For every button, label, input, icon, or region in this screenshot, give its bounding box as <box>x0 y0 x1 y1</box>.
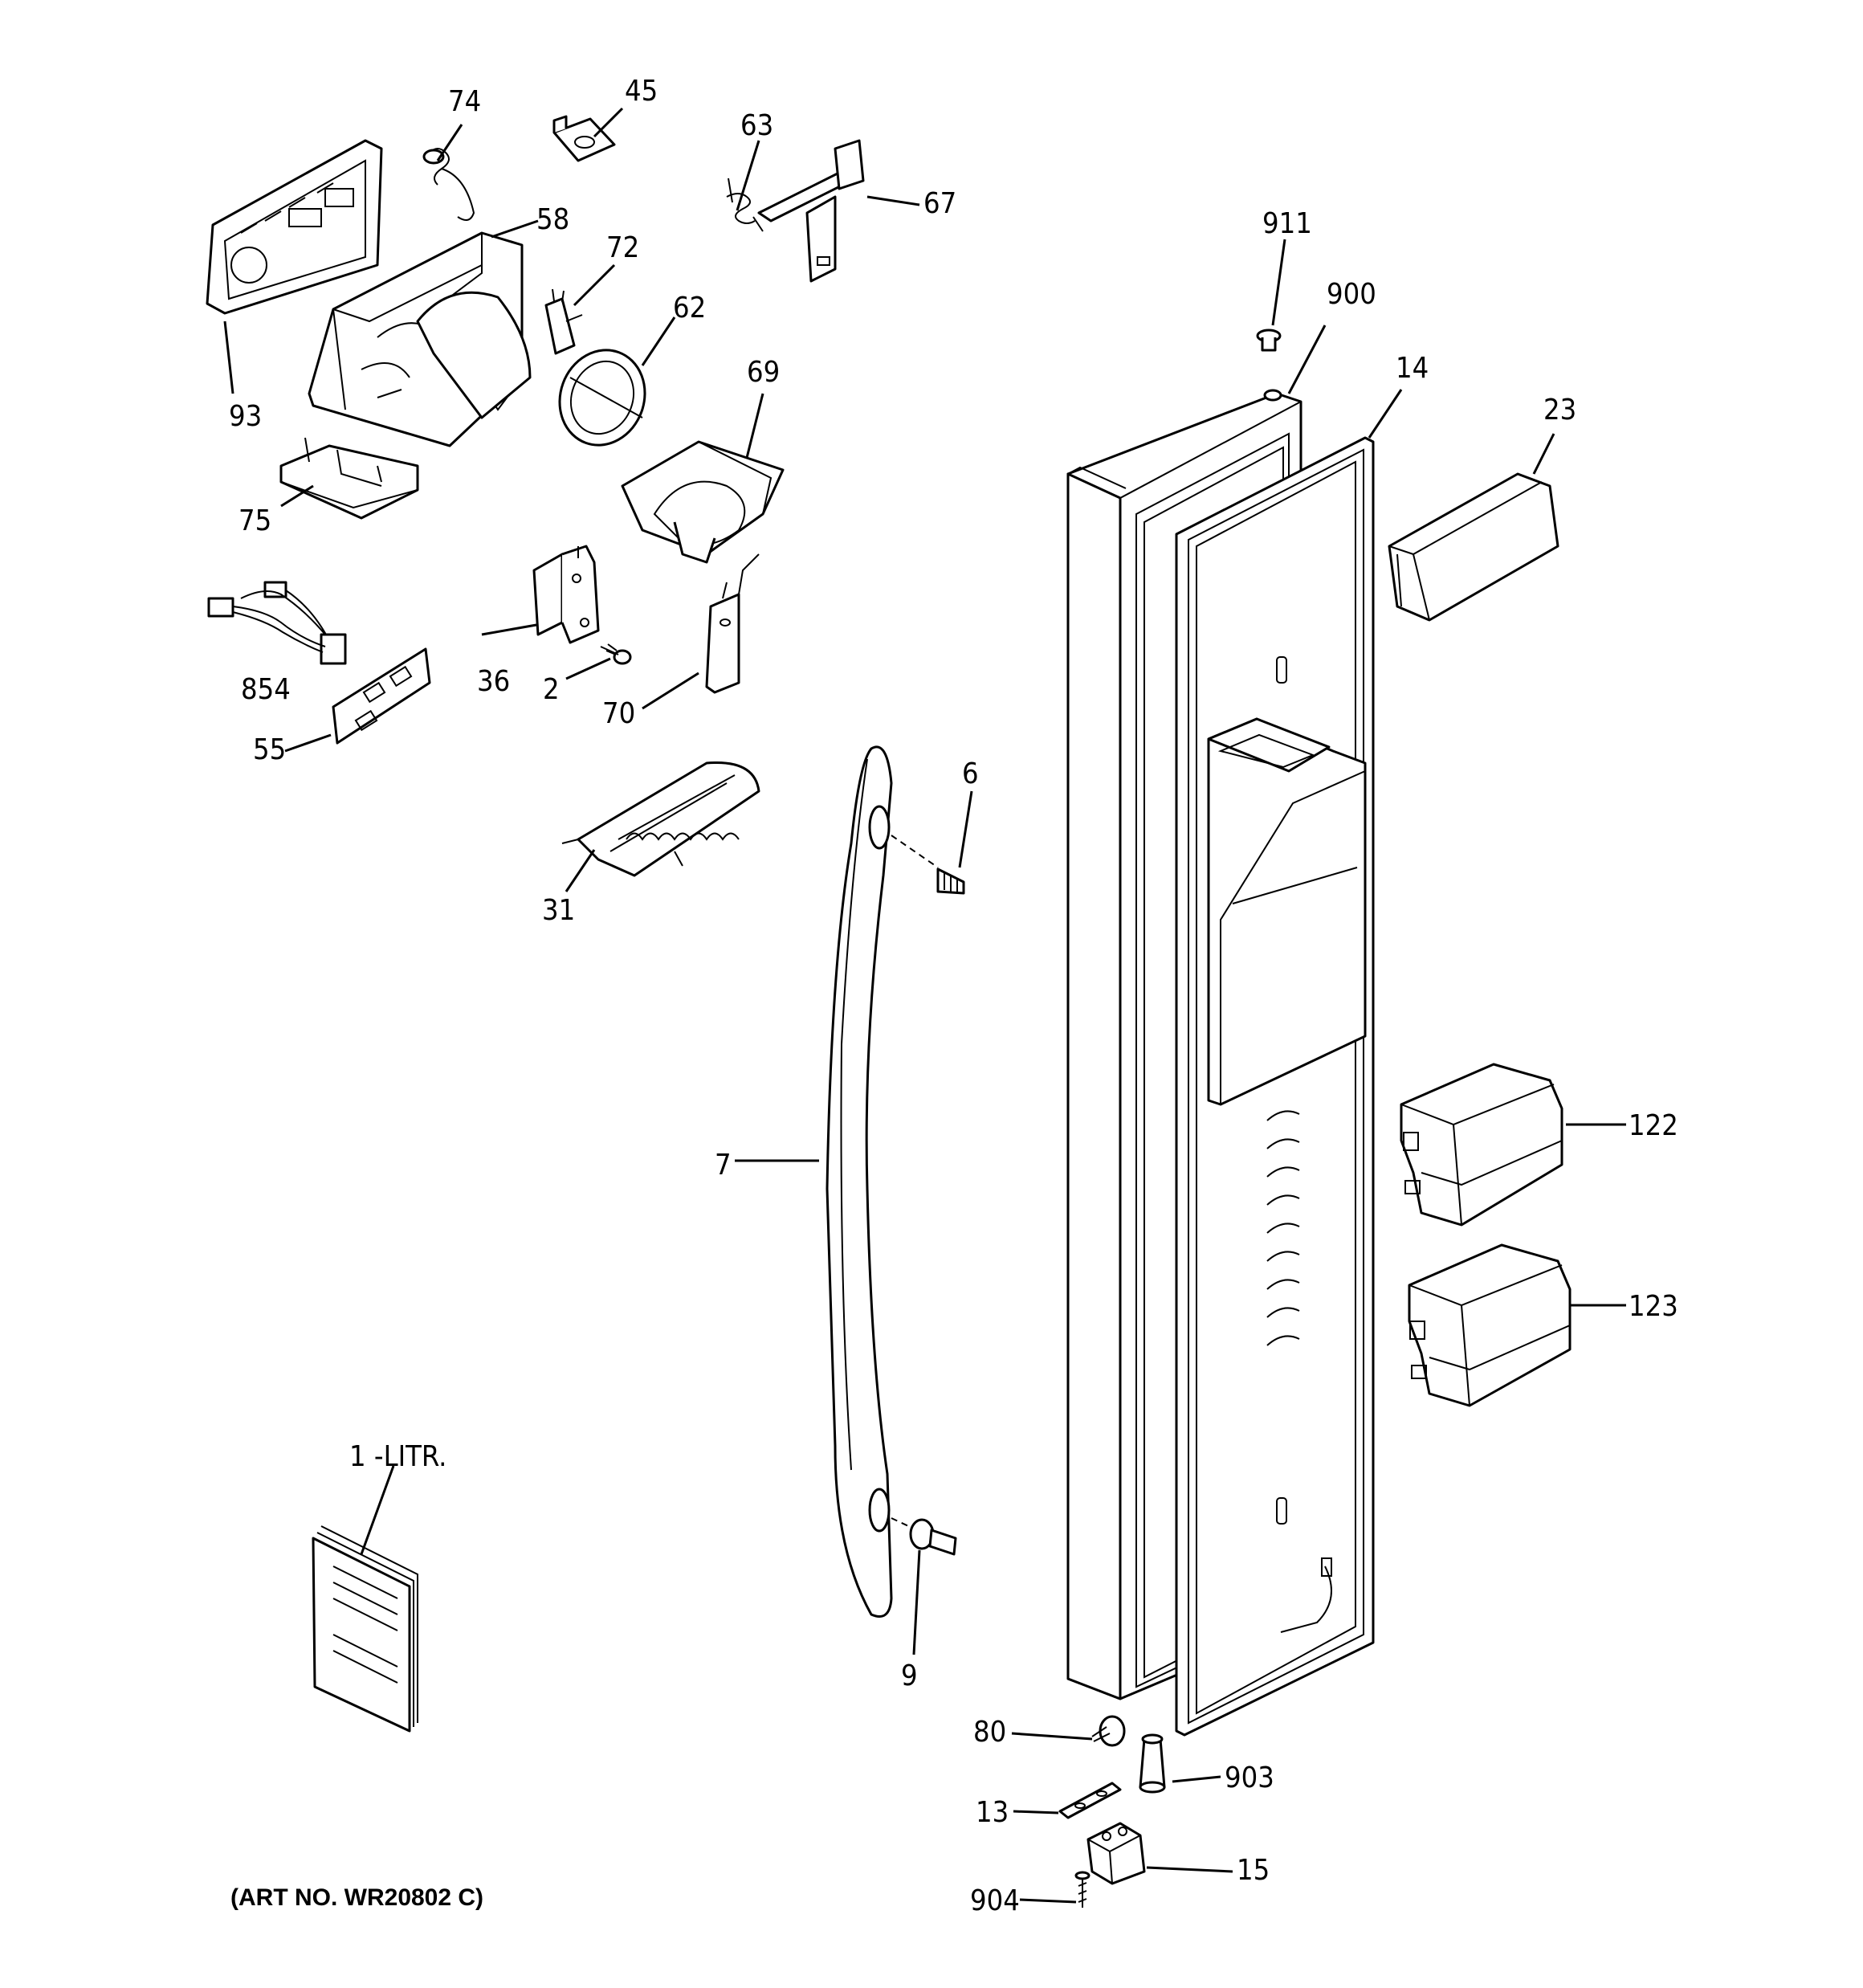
label-13: 13 <box>976 1796 1009 1829</box>
hinge-pin-bushing <box>1139 1733 1166 1794</box>
label-70: 70 <box>602 697 635 730</box>
label-9: 9 <box>901 1659 918 1692</box>
label-literature: 1 -LITR. <box>349 1440 446 1473</box>
dispenser-control-board <box>206 139 383 315</box>
door-screw-cap <box>1256 329 1282 352</box>
door-handle <box>826 745 939 1618</box>
label-123: 123 <box>1629 1290 1678 1323</box>
label-854: 854 <box>241 673 291 706</box>
actuator-arm <box>757 139 865 283</box>
label-80: 80 <box>973 1716 1006 1749</box>
label-58: 58 <box>536 203 569 236</box>
label-15: 15 <box>1237 1854 1270 1887</box>
cover-plate <box>279 437 419 520</box>
label-31: 31 <box>542 894 575 927</box>
paddle-actuator <box>705 553 760 694</box>
label-900: 900 <box>1327 278 1376 311</box>
label-93: 93 <box>229 400 262 433</box>
label-7: 7 <box>715 1149 732 1182</box>
wire-harness <box>207 581 347 665</box>
label-903: 903 <box>1225 1761 1274 1794</box>
label-122: 122 <box>1629 1109 1678 1142</box>
hinge-screw <box>1074 1871 1090 1908</box>
hinge-shim <box>1058 1782 1122 1819</box>
top-bin <box>1388 472 1559 622</box>
label-75: 75 <box>238 504 271 537</box>
micro-switch <box>544 288 583 355</box>
label-45: 45 <box>625 75 658 108</box>
label-74: 74 <box>448 85 481 118</box>
label-23: 23 <box>1543 394 1576 427</box>
label-69: 69 <box>747 356 780 389</box>
label-63: 63 <box>740 109 773 142</box>
label-2: 2 <box>543 673 560 706</box>
handle-stud-top <box>936 867 965 895</box>
ice-funnel <box>621 440 785 564</box>
door-bin-upper <box>1400 1063 1563 1227</box>
label-36: 36 <box>477 665 510 698</box>
label-6: 6 <box>962 757 979 790</box>
dispenser-housing <box>308 231 532 447</box>
door-gasket <box>1175 436 1375 1737</box>
door-stop <box>1091 1715 1126 1747</box>
drip-tray <box>561 761 760 877</box>
label-14: 14 <box>1396 352 1429 385</box>
label-911: 911 <box>1262 207 1312 240</box>
door-bin-lower <box>1408 1243 1572 1407</box>
switch-plate <box>332 647 431 745</box>
literature-pack <box>312 1525 418 1733</box>
bottom-hinge <box>1086 1822 1146 1885</box>
art-number: (ART NO. WR20802 C) <box>230 1884 483 1911</box>
callout-labels: 74 45 63 67 58 72 62 93 69 75 854 36 2 7… <box>229 75 1678 1917</box>
label-904: 904 <box>970 1884 1020 1917</box>
spring-small <box>422 148 475 221</box>
label-55: 55 <box>253 733 286 766</box>
label-72: 72 <box>606 231 639 264</box>
switch-bracket <box>532 545 600 644</box>
label-67: 67 <box>923 187 956 220</box>
label-62: 62 <box>673 292 706 325</box>
bracket-small <box>552 115 616 162</box>
funnel-ring <box>558 349 646 447</box>
screw <box>600 643 632 665</box>
handle-stud-bottom <box>909 1518 957 1556</box>
leader-lines <box>223 107 1626 1904</box>
